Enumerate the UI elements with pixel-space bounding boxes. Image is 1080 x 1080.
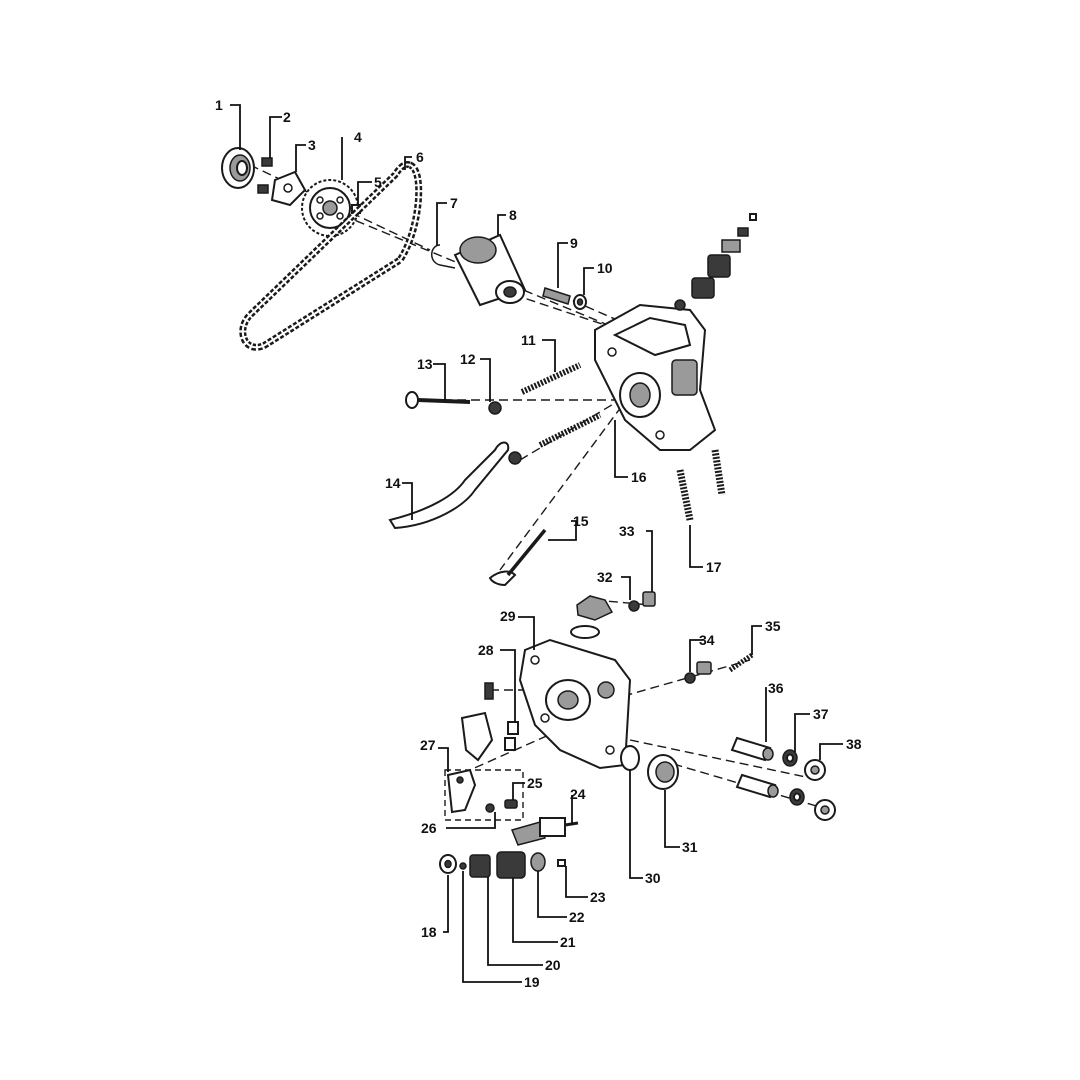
bolt-part-35: [728, 652, 754, 673]
callout-27: 27: [420, 737, 436, 753]
nut-part-12: [488, 401, 522, 465]
o-ring-part-30: [620, 745, 640, 771]
timing-chain-part-6: [239, 161, 423, 351]
callout-37: 37: [813, 706, 829, 722]
leader-lines: [230, 104, 843, 983]
callout-15: 15: [573, 513, 589, 529]
callout-9: 9: [570, 235, 578, 251]
callout-31: 31: [682, 839, 698, 855]
oil-seal-part-1: [221, 147, 255, 189]
callout-12: 12: [460, 351, 476, 367]
cap-part-38: [804, 759, 836, 821]
callout-6: 6: [416, 149, 424, 165]
callout-4: 4: [354, 129, 362, 145]
callout-22: 22: [569, 909, 585, 925]
washer-part-10: [573, 294, 587, 310]
cylinder-head-body-part-29: [518, 638, 632, 770]
bolt-part-32-33: [628, 591, 656, 612]
callout-7: 7: [450, 195, 458, 211]
rocker-arm-group-25-27: [444, 682, 524, 821]
callout-numbers: 1 2 3 4 5 6 7 8 9 10 11 12 13 14 15 16 1…: [215, 97, 862, 990]
callout-38: 38: [846, 736, 862, 752]
rocker-shaft-part-36: [730, 736, 779, 799]
callout-16: 16: [631, 469, 647, 485]
clip-part-7: [431, 244, 456, 269]
washer-part-37: [782, 749, 805, 806]
sprocket-part-4: [301, 179, 359, 237]
callout-5: 5: [374, 174, 382, 190]
callout-30: 30: [645, 870, 661, 886]
valve-spring-set-18-23: [439, 851, 566, 879]
callout-11: 11: [521, 332, 536, 348]
callout-23: 23: [590, 889, 606, 905]
callout-13: 13: [417, 356, 433, 372]
callout-32: 32: [597, 569, 613, 585]
oil-seal-part-31: [647, 754, 679, 790]
valve-spring-assembly-top: [674, 213, 757, 311]
callout-1: 1: [215, 97, 223, 113]
callout-3: 3: [308, 137, 316, 153]
callout-21: 21: [560, 934, 576, 950]
callout-25: 25: [527, 775, 543, 791]
callout-2: 2: [283, 109, 291, 125]
cylinder-head-part-16: [594, 303, 717, 451]
callout-34: 34: [699, 632, 715, 648]
callout-20: 20: [545, 957, 561, 973]
callout-36: 36: [768, 680, 784, 696]
dowel-pin-part-28: [504, 721, 519, 751]
callout-18: 18: [421, 924, 437, 940]
callout-33: 33: [619, 523, 635, 539]
callout-10: 10: [597, 260, 613, 276]
valve-part-13: [405, 391, 471, 409]
camshaft-part-8: [453, 233, 527, 307]
bolt-part-34: [684, 661, 712, 684]
callout-26: 26: [421, 820, 437, 836]
callout-24: 24: [570, 786, 586, 802]
valve-part-15: [488, 528, 547, 587]
callout-8: 8: [509, 207, 517, 223]
callout-29: 29: [500, 608, 516, 624]
callout-19: 19: [524, 974, 540, 990]
plate-part-3: [270, 170, 307, 207]
stud-bolt-part-11: [520, 362, 602, 448]
callout-17: 17: [706, 559, 722, 575]
spark-plug-part-24: [510, 817, 579, 846]
chain-guide-part-14: [388, 441, 510, 530]
stud-part-17: [676, 449, 726, 521]
bolt-part-2: [257, 157, 273, 194]
callout-35: 35: [765, 618, 781, 634]
tensioner-cap: [570, 595, 614, 639]
callout-14: 14: [385, 475, 401, 491]
callout-28: 28: [478, 642, 494, 658]
bolt-part-9: [542, 287, 571, 305]
